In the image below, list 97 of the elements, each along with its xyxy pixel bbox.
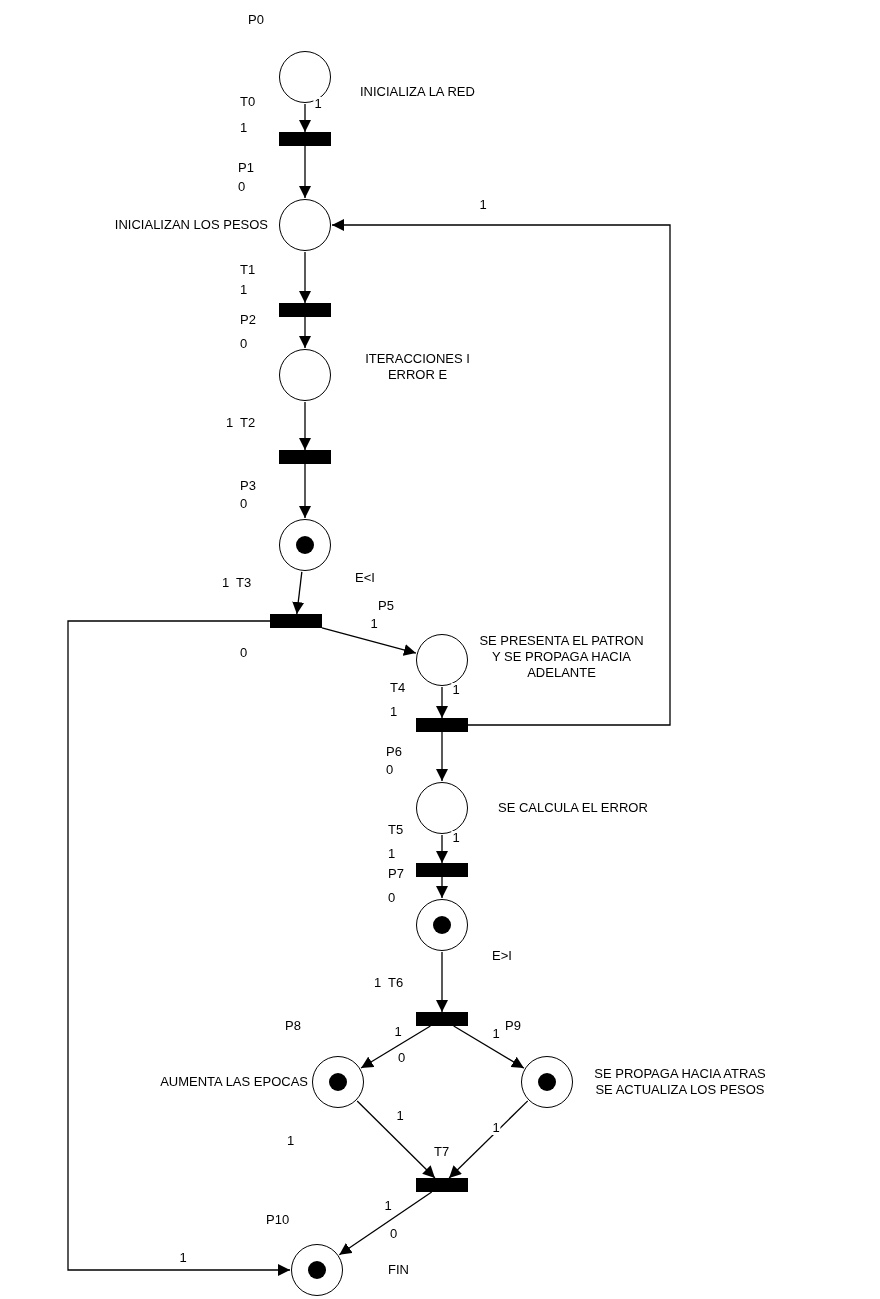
arc-arrow [299, 145, 311, 199]
place-circle [279, 519, 331, 571]
place-label: P0 [248, 12, 264, 28]
description-text: SE PROPAGA HACIA ATRAS SE ACTUALIZA LOS PESOS [593, 1066, 767, 1098]
marking-label: 0 [398, 1050, 406, 1066]
transition-label: E<I [355, 570, 375, 586]
arc-arrow [436, 876, 448, 899]
place-label: INICIALIZA LA RED [360, 84, 475, 100]
token-dot [296, 536, 314, 554]
place-label: P6 [386, 744, 402, 760]
transition-label: T5 [388, 822, 404, 838]
place-label: 0 [240, 336, 248, 352]
place-circle [312, 1056, 364, 1108]
transition-label: 1 [388, 846, 396, 862]
transition-bar [279, 450, 331, 464]
transition-bar [416, 863, 468, 877]
transition-label: T3 [236, 575, 252, 591]
marking-label: 1 [287, 1133, 295, 1149]
marking-label: 0 [390, 1226, 398, 1242]
arc-arrow [360, 1025, 432, 1069]
place-label: P9 [505, 1018, 521, 1034]
description-text: AUMENTA LAS EPOCAS [159, 1074, 308, 1090]
token-dot [308, 1261, 326, 1279]
arc-arrow [299, 401, 311, 451]
place-label: SE CALCULA EL ERROR [498, 800, 648, 816]
place-label: P3 [240, 478, 256, 494]
token-dot [538, 1073, 556, 1091]
token-dot [433, 916, 451, 934]
transition-label: T0 [240, 94, 256, 110]
place-label: 0 [386, 762, 394, 778]
arc-arrow [299, 251, 311, 304]
arc-arrow [67, 620, 291, 1276]
arc-arrow [299, 316, 311, 349]
arc-arrow [321, 627, 417, 656]
arc-arrow [356, 1100, 436, 1179]
transition-label: 0 [240, 645, 248, 661]
transition-label: T2 [240, 415, 256, 431]
arc-arrow [299, 463, 311, 519]
transition-bar [416, 718, 468, 732]
arc-arrow [436, 951, 448, 1013]
token-dot [329, 1073, 347, 1091]
transition-bar [279, 132, 331, 146]
transition-label: T4 [390, 680, 406, 696]
transition-label: T1 [240, 262, 256, 278]
place-label: P7 [388, 866, 404, 882]
transition-label: 1 [374, 975, 382, 991]
arc-weight: 1 [393, 1025, 403, 1039]
transition-bar [416, 1178, 468, 1192]
transition-label: 1 [222, 575, 230, 591]
place-circle [521, 1056, 573, 1108]
transition-label: 1 [226, 415, 234, 431]
arc-arrow [331, 219, 671, 726]
transition-label: 1 [240, 120, 248, 136]
arc-weight: 1 [451, 683, 461, 697]
arc-arrow [453, 1025, 525, 1069]
arc-weight: 1 [383, 1199, 393, 1213]
description-text: ITERACCIONES I ERROR E [364, 351, 471, 383]
transition-bar [279, 303, 331, 317]
place-label: P2 [240, 312, 256, 328]
arc-arrow [338, 1191, 433, 1256]
place-circle [416, 634, 468, 686]
marking-label: E>I [492, 948, 512, 964]
arc-arrow [436, 834, 448, 864]
arc-weight: 1 [369, 617, 379, 631]
arc-arrow [436, 731, 448, 782]
place-circle [416, 782, 468, 834]
description-text: SE PRESENTA EL PATRON Y SE PROPAGA HACIA ADELANTE [478, 633, 645, 681]
arc-weight: 1 [178, 1251, 188, 1265]
transition-bar [270, 614, 322, 628]
arc-arrow [292, 571, 305, 615]
arc-arrow [436, 686, 448, 719]
arc-arrow [299, 103, 311, 133]
arc-weight: 1 [478, 198, 488, 212]
arc-weight: 1 [451, 831, 461, 845]
transition-label: T6 [388, 975, 404, 991]
transition-label: T7 [434, 1144, 450, 1160]
arc-weight: 1 [491, 1027, 501, 1041]
place-circle [279, 349, 331, 401]
arc-weight: 1 [313, 97, 323, 111]
transition-label: 1 [240, 282, 248, 298]
place-label: 0 [238, 179, 246, 195]
arc-weight: 1 [395, 1109, 405, 1123]
place-label: P1 [238, 160, 254, 176]
transition-label: 1 [390, 704, 398, 720]
place-circle [416, 899, 468, 951]
place-label: FIN [388, 1262, 409, 1278]
arc-weight: 1 [491, 1121, 501, 1135]
place-label: P8 [285, 1018, 301, 1034]
place-circle [291, 1244, 343, 1296]
transition-bar [416, 1012, 468, 1026]
description-text: INICIALIZAN LOS PESOS [113, 217, 268, 233]
place-label: 0 [240, 496, 248, 512]
place-label: 0 [388, 890, 396, 906]
place-circle [279, 199, 331, 251]
place-label: P10 [266, 1212, 290, 1228]
place-label: P5 [378, 598, 394, 614]
arc-arrow [448, 1100, 529, 1179]
